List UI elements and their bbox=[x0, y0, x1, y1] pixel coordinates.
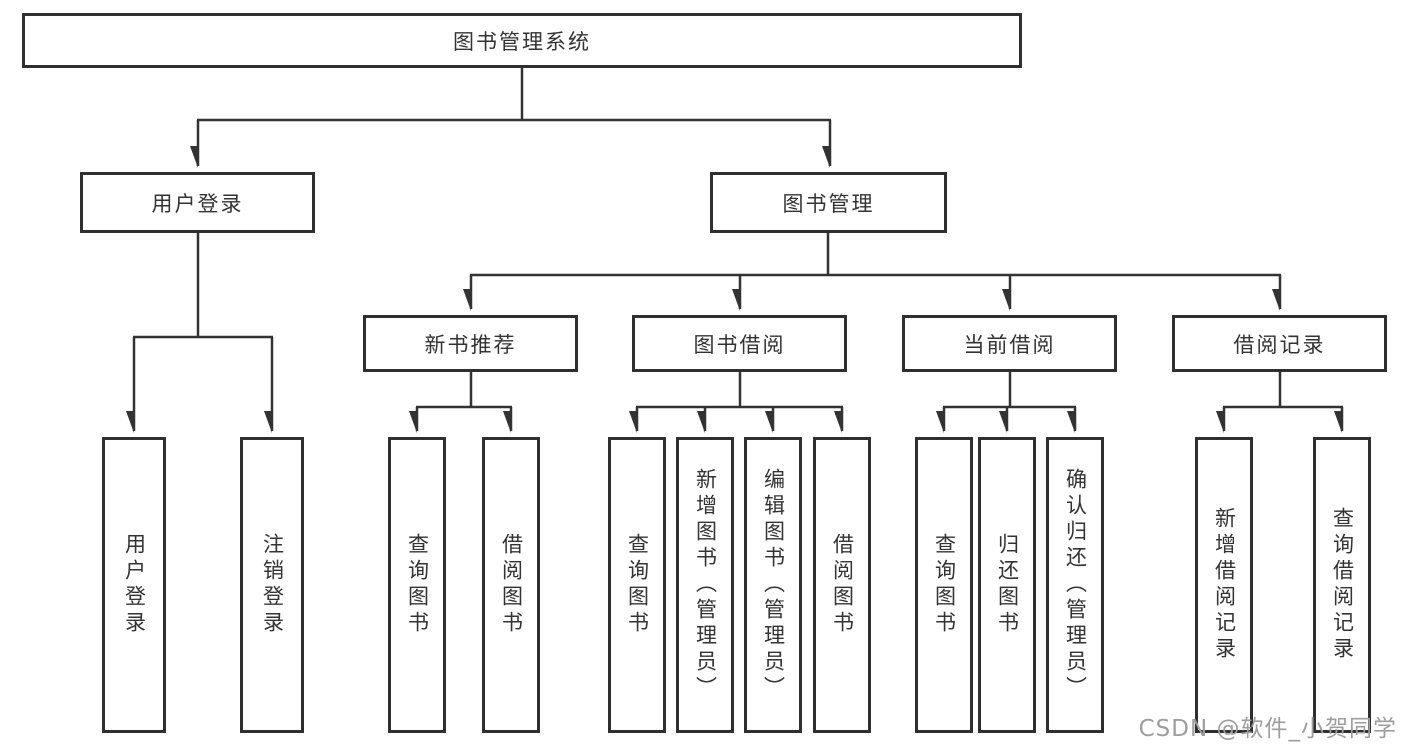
leaf-label: 新增借阅记录 bbox=[1212, 507, 1237, 663]
leaf-logout: 注销登录 bbox=[240, 437, 304, 733]
leaf-label: 新增图书（管理员） bbox=[693, 468, 718, 702]
node-root-label: 图书管理系统 bbox=[453, 29, 591, 54]
leaf-label: 注销登录 bbox=[260, 533, 285, 637]
leaf-confirm-return-admin: 确认归还（管理员） bbox=[1046, 437, 1104, 733]
leaf-label: 用户登录 bbox=[122, 533, 147, 637]
leaf-query-book-2: 查询图书 bbox=[608, 437, 666, 733]
node-book-borrow: 图书借阅 bbox=[632, 315, 847, 372]
node-new-book-recommend: 新书推荐 bbox=[363, 315, 578, 372]
leaf-label: 查询图书 bbox=[625, 533, 650, 637]
leaf-return-book: 归还图书 bbox=[978, 437, 1036, 733]
node-label: 新书推荐 bbox=[424, 332, 517, 357]
leaf-label: 借阅图书 bbox=[499, 533, 524, 637]
leaf-edit-book-admin: 编辑图书（管理员） bbox=[744, 437, 802, 733]
leaf-user-login: 用户登录 bbox=[102, 437, 166, 733]
node-current-borrow: 当前借阅 bbox=[902, 315, 1117, 372]
leaf-label: 编辑图书（管理员） bbox=[761, 468, 786, 702]
leaf-add-book-admin: 新增图书（管理员） bbox=[676, 437, 734, 733]
node-label: 借阅记录 bbox=[1233, 332, 1326, 357]
leaf-label: 查询借阅记录 bbox=[1330, 507, 1355, 663]
node-book-management-branch: 图书管理 bbox=[710, 172, 947, 233]
leaf-borrow-book-2: 借阅图书 bbox=[813, 437, 871, 733]
csdn-watermark: CSDN @软件_小贺同学 bbox=[1138, 716, 1397, 742]
node-borrow-record: 借阅记录 bbox=[1172, 315, 1387, 372]
node-label: 用户登录 bbox=[151, 191, 244, 216]
node-label: 图书借阅 bbox=[693, 332, 786, 357]
leaf-label: 归还图书 bbox=[995, 533, 1020, 637]
leaf-query-borrow-record: 查询借阅记录 bbox=[1313, 437, 1371, 733]
leaf-add-borrow-record: 新增借阅记录 bbox=[1195, 437, 1253, 733]
leaf-query-book-3: 查询图书 bbox=[915, 437, 973, 733]
leaf-label: 借阅图书 bbox=[830, 533, 855, 637]
node-user-login-branch: 用户登录 bbox=[80, 172, 315, 233]
node-label: 当前借阅 bbox=[963, 332, 1056, 357]
leaf-label: 确认归还（管理员） bbox=[1063, 468, 1088, 702]
leaf-label: 查询图书 bbox=[405, 533, 430, 637]
leaf-query-book-1: 查询图书 bbox=[388, 437, 446, 733]
leaf-borrow-book-1: 借阅图书 bbox=[482, 437, 540, 733]
node-label: 图书管理 bbox=[782, 191, 875, 216]
leaf-label: 查询图书 bbox=[932, 533, 957, 637]
node-root: 图书管理系统 bbox=[22, 13, 1022, 68]
